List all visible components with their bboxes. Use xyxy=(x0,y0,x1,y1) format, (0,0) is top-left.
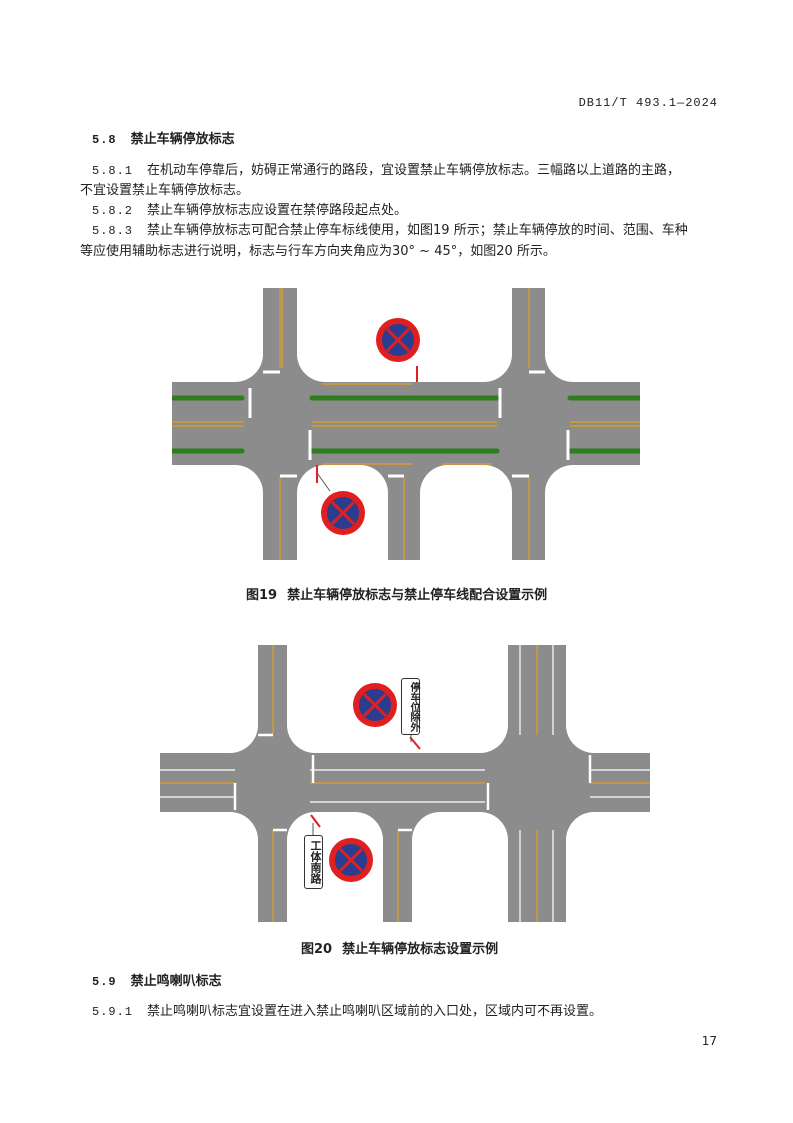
green-median-lines xyxy=(172,395,640,454)
auxiliary-sign-top: 停车位除外 xyxy=(401,678,420,735)
clause-text: 禁止鸣喇叭标志宜设置在进入禁止鸣喇叭区域前的入口处，区域内可不再设置。 xyxy=(147,1004,603,1019)
no-parking-sign-top xyxy=(353,683,421,750)
doc-id-header: DB11/T 493.1—2024 xyxy=(578,96,718,110)
clause-number: 5.8.1 xyxy=(92,164,134,178)
section-title: 禁止车辆停放标志 xyxy=(130,132,235,147)
paragraph-5-8-3-cont: 等应使用辅助标志进行说明，标志与行车方向夹角应为30° ~ 45°，如图20 所… xyxy=(80,244,556,259)
section-number: 5.9 xyxy=(92,975,117,989)
yellow-center-lines xyxy=(160,645,650,922)
clause-number: 5.8.3 xyxy=(92,224,134,238)
clause-text: 禁止车辆停放标志应设置在禁停路段起点处。 xyxy=(147,203,408,218)
paragraph-5-8-2: 5.8.2 禁止车辆停放标志应设置在禁停路段起点处。 xyxy=(92,202,407,220)
figure-20-caption: 图20 禁止车辆停放标志设置示例 xyxy=(301,941,498,959)
section-title: 禁止鸣喇叭标志 xyxy=(130,974,222,989)
yellow-center-lines xyxy=(172,288,640,560)
paragraph-5-8-1-cont: 不宜设置禁止车辆停放标志。 xyxy=(80,183,250,198)
figure-number: 图19 xyxy=(246,588,278,603)
no-parking-sign-bottom xyxy=(310,814,373,882)
stop-lines xyxy=(233,733,592,832)
no-parking-sign-top xyxy=(376,318,420,382)
clause-text: 在机动车停靠后，妨碍正常通行的路段，宜设置禁止车辆停放标志。三幅路以上道路的主路… xyxy=(147,163,681,178)
city-blocks xyxy=(172,288,640,560)
section-5-9-heading: 5.9 禁止鸣喇叭标志 xyxy=(92,973,222,991)
figure-caption-text: 禁止车辆停放标志与禁止停车线配合设置示例 xyxy=(287,588,548,603)
clause-number: 5.8.2 xyxy=(92,204,134,218)
clause-text: 禁止车辆停放标志可配合禁止停车标线使用，如图19 所示；禁止车辆停放的时间、范围… xyxy=(147,223,688,238)
lane-lines xyxy=(160,645,650,922)
paragraph-5-8-3: 5.8.3 禁止车辆停放标志可配合禁止停车标线使用，如图19 所示；禁止车辆停放的… xyxy=(92,222,688,240)
clause-number: 5.9.1 xyxy=(92,1005,134,1019)
auxiliary-sign-bottom: 工体南路 xyxy=(304,835,323,889)
figure-caption-text: 禁止车辆停放标志设置示例 xyxy=(342,942,499,957)
figure-number: 图20 xyxy=(301,942,333,957)
figure-19-diagram xyxy=(172,288,640,560)
page-number: 17 xyxy=(701,1034,717,1048)
paragraph-5-9-1: 5.9.1 禁止鸣喇叭标志宜设置在进入禁止鸣喇叭区域前的入口处，区域内可不再设置。 xyxy=(92,1003,602,1021)
figure-19-caption: 图19 禁止车辆停放标志与禁止停车线配合设置示例 xyxy=(246,587,547,605)
stop-lines xyxy=(248,370,570,478)
section-5-8-heading: 5.8 禁止车辆停放标志 xyxy=(92,131,235,149)
section-number: 5.8 xyxy=(92,133,117,147)
paragraph-5-8-1: 5.8.1 在机动车停靠后，妨碍正常通行的路段，宜设置禁止车辆停放标志。三幅路以上… xyxy=(92,162,680,180)
no-parking-sign-bottom xyxy=(316,465,365,535)
